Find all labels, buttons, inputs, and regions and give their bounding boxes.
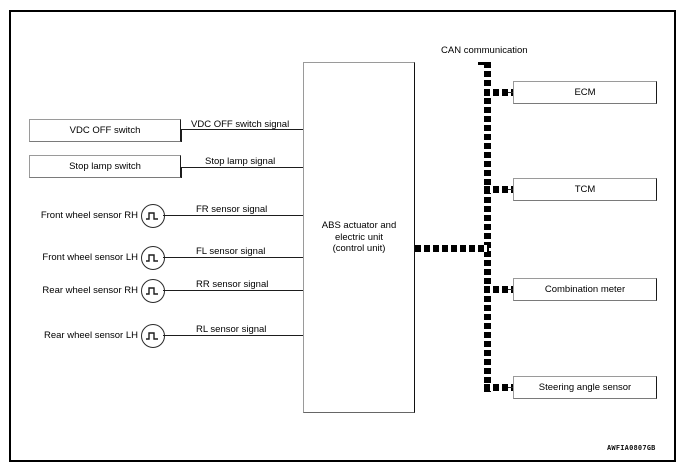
input-box-label: Stop lamp switch — [69, 160, 141, 172]
signal-label-fr: FR sensor signal — [196, 204, 268, 215]
signal-label-rr: RR sensor signal — [196, 279, 269, 290]
abs-unit-line-2: electric unit — [334, 231, 384, 243]
can-communication-label: CAN communication — [441, 45, 528, 56]
wire-rl-sensor — [163, 335, 303, 336]
signal-label-stop-lamp: Stop lamp signal — [205, 156, 276, 167]
sensor-label-front-wheel-lh: Front wheel sensor LH — [42, 252, 138, 263]
connector-ecm — [508, 92, 514, 93]
can-node-label: ECM — [574, 86, 596, 98]
wire-fl-sensor — [163, 257, 303, 258]
can-node-ecm[interactable]: ECM — [513, 81, 657, 104]
can-node-steering-angle-sensor[interactable]: Steering angle sensor — [513, 376, 657, 399]
figure-reference-code: AWFIA0807GB — [607, 444, 656, 452]
sensor-label-rear-wheel-lh: Rear wheel sensor LH — [44, 330, 138, 341]
wheel-sensor-icon-rl — [141, 324, 165, 348]
signal-label-rl: RL sensor signal — [196, 324, 267, 335]
wheel-sensor-icon-fl — [141, 246, 165, 270]
can-bus-trunk — [484, 62, 491, 394]
wire-fr-sensor — [163, 215, 303, 216]
input-box-vdc-off-switch[interactable]: VDC OFF switch — [29, 119, 181, 142]
can-branch-ecm — [484, 89, 514, 96]
wire-vdc-off-switch-drop — [181, 129, 182, 142]
can-branch-combination-meter — [484, 286, 514, 293]
input-box-stop-lamp-switch[interactable]: Stop lamp switch — [29, 155, 181, 178]
wire-rr-sensor — [163, 290, 303, 291]
signal-label-vdc-off-switch: VDC OFF switch signal — [191, 119, 290, 130]
connector-steering-angle-sensor — [508, 387, 514, 388]
can-link-abs-to-bus — [415, 245, 489, 252]
can-node-label: Combination meter — [544, 283, 626, 295]
abs-actuator-control-unit[interactable]: ABS actuator and electric unit (control … — [303, 62, 415, 413]
signal-label-fl: FL sensor signal — [196, 246, 266, 257]
wheel-sensor-icon-fr — [141, 204, 165, 228]
can-branch-tcm — [484, 186, 514, 193]
connector-tcm — [508, 189, 514, 190]
abs-unit-line-1: ABS actuator and — [321, 219, 397, 231]
can-node-label: Steering angle sensor — [538, 381, 632, 393]
input-box-label: VDC OFF switch — [69, 124, 141, 136]
sensor-label-rear-wheel-rh: Rear wheel sensor RH — [42, 285, 138, 296]
wire-vdc-off-switch — [181, 129, 303, 130]
wire-stop-lamp-switch — [181, 167, 303, 168]
abs-unit-line-3: (control unit) — [332, 243, 386, 255]
wheel-sensor-icon-rr — [141, 279, 165, 303]
sensor-label-front-wheel-rh: Front wheel sensor RH — [40, 210, 138, 221]
can-bus-terminator-icon — [478, 62, 485, 65]
can-node-tcm[interactable]: TCM — [513, 178, 657, 201]
can-node-label: TCM — [574, 183, 596, 195]
connector-combination-meter — [508, 289, 514, 290]
diagram-border — [9, 10, 676, 462]
wire-stop-lamp-switch-drop — [181, 167, 182, 178]
can-branch-steering-angle-sensor — [484, 384, 514, 391]
can-node-combination-meter[interactable]: Combination meter — [513, 278, 657, 301]
